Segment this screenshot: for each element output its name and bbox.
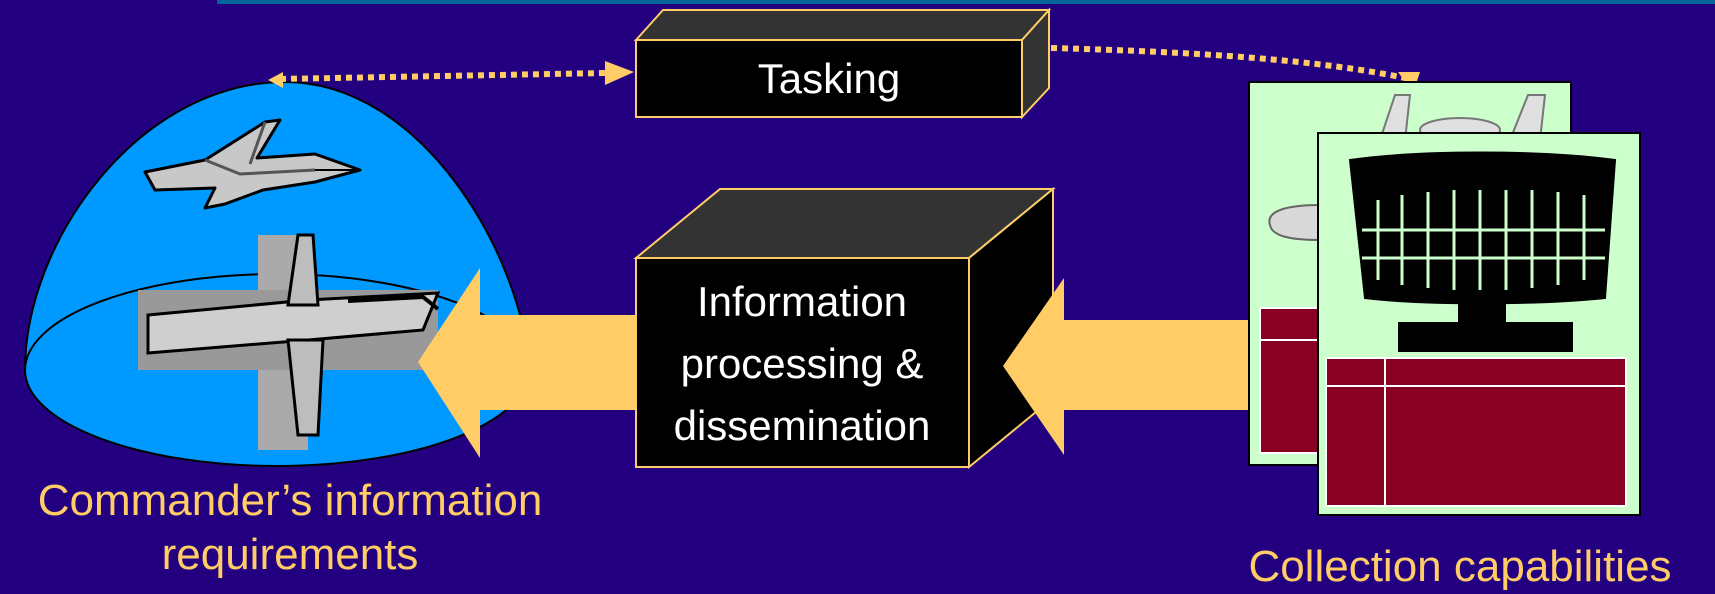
- flow-arrow-left-1: [418, 268, 640, 458]
- processing-box: Information processing & dissemination: [633, 186, 1056, 470]
- commander-label-line-2: requirements: [161, 530, 419, 579]
- fighter-jet-icon: [143, 118, 362, 210]
- processing-label-line-3: dissemination: [674, 402, 931, 449]
- processing-label-line-2: processing &: [681, 340, 924, 387]
- tasking-label: Tasking: [758, 55, 900, 102]
- collection-capabilities-label: Collection capabilities: [1248, 542, 1672, 591]
- flow-arrow-left-2: [1003, 278, 1262, 455]
- fighter-jet-icon: [138, 233, 441, 450]
- commander-requirements-label: Commander’s information requirements: [0, 474, 580, 582]
- processing-label-line-1: Information: [697, 278, 907, 325]
- tasking-box: Tasking: [633, 7, 1052, 120]
- tasking-dotted-link-left: [268, 61, 634, 88]
- commander-label-line-1: Commander’s information: [37, 476, 543, 525]
- radar-antenna-icon: [1348, 151, 1617, 352]
- top-banner-bar: [217, 0, 1715, 4]
